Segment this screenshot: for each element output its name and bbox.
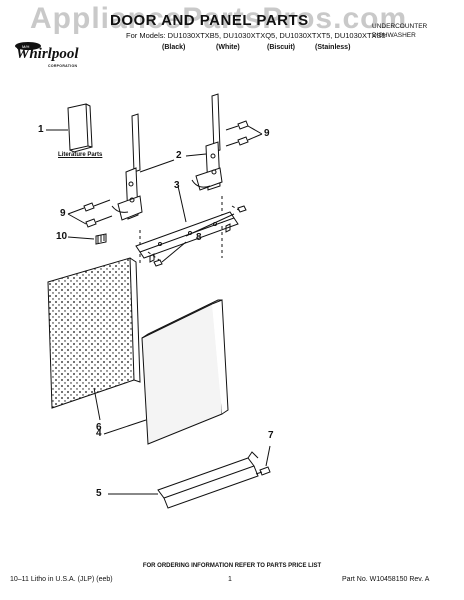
clip-part xyxy=(95,233,107,245)
color-white: (White) xyxy=(216,44,240,51)
color-biscuit: (Biscuit) xyxy=(267,44,295,51)
callout-5: 5 xyxy=(96,488,102,499)
hinge-screws-left xyxy=(67,199,113,228)
callout-10: 10 xyxy=(56,231,68,242)
leader-10 xyxy=(67,236,95,240)
callout-9-right: 9 xyxy=(264,128,270,139)
watermark: AppliancePartsPros.com xyxy=(30,2,408,35)
leader-2b xyxy=(139,159,175,173)
part-number: Part No. W10458150 Rev. A xyxy=(342,576,430,583)
door-rail xyxy=(135,211,239,263)
color-black: (Black) xyxy=(162,44,186,51)
hinge-screws-right xyxy=(225,120,263,147)
appliance-type-line1: UNDERCOUNTER xyxy=(372,23,428,30)
leader-3 xyxy=(177,185,187,223)
callout-2: 2 xyxy=(176,150,182,161)
callout-1: 1 xyxy=(38,124,44,135)
callout-9-left: 9 xyxy=(60,208,66,219)
appliance-type: UNDERCOUNTER DISHWASHER xyxy=(372,22,462,40)
ordering-note: FOR ORDERING INFORMATION REFER TO PARTS … xyxy=(142,563,322,569)
door-panel xyxy=(141,299,229,445)
callout-3: 3 xyxy=(174,180,180,191)
appliance-type-line2: DISHWASHER xyxy=(372,32,416,39)
callout-7: 7 xyxy=(268,430,274,441)
leader-8b xyxy=(161,241,187,263)
leader-8a xyxy=(185,213,235,237)
insulation-pad xyxy=(47,257,141,409)
leader-7 xyxy=(265,445,271,467)
page-number: 1 xyxy=(228,576,232,583)
callout-6: 6 xyxy=(96,422,102,433)
callout-8: 8 xyxy=(196,232,202,243)
rail-screws xyxy=(153,205,247,267)
leader-4 xyxy=(103,419,147,435)
literature-label: Literature Parts xyxy=(58,152,103,158)
litho-info: 10–11 Litho in U.S.A. (JLP) (eeb) xyxy=(10,576,113,583)
page-title: DOOR AND PANEL PARTS xyxy=(110,12,309,29)
right-hinge-bracket xyxy=(191,93,223,191)
whirlpool-logo: Whirlpool xyxy=(16,46,79,62)
model-list: For Models: DU1030XTXB5, DU1030XTXQ5, DU… xyxy=(126,31,386,40)
color-stainless: (Stainless) xyxy=(315,44,351,51)
toe-kick-screw xyxy=(255,466,271,476)
logo-tagline: CORPORATION xyxy=(48,64,78,68)
leader-2a xyxy=(185,153,207,157)
left-hinge-bracket xyxy=(111,113,143,221)
callout-4: 4 xyxy=(96,428,102,439)
leader-6 xyxy=(93,387,101,421)
literature-parts xyxy=(67,103,93,153)
logo-badge: M/H xyxy=(22,44,29,49)
toe-kick-panel xyxy=(157,451,259,509)
